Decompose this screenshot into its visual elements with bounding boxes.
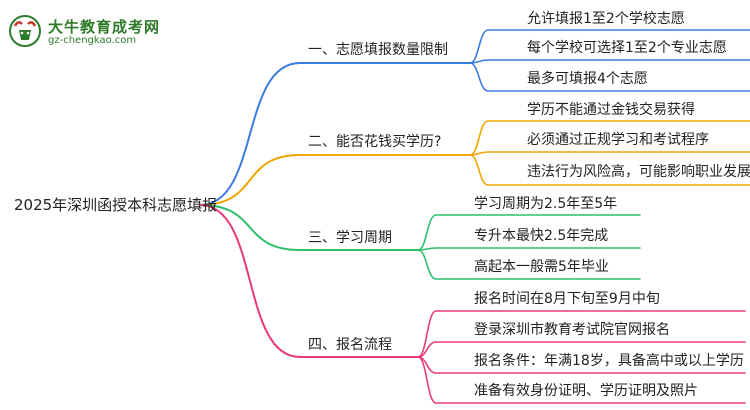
mindmap-root: 2025年深圳函授本科志愿填报 <box>14 196 218 214</box>
branch-1-leaf-2-connector <box>469 59 750 64</box>
branch-3-label: 三、学习周期 <box>308 230 392 246</box>
branch-4-connector <box>199 204 419 358</box>
branch-2-leaf-1-connector <box>469 120 750 156</box>
branch-4-leaf-2: 登录深圳市教育考试院官网报名 <box>474 322 670 338</box>
branch-4-leaf-1-connector <box>417 310 746 358</box>
branch-3-leaf-3-connector <box>417 249 641 280</box>
branch-2-connector <box>199 154 471 206</box>
branch-1-leaf-2: 每个学校可选择1至2个专业志愿 <box>527 40 727 56</box>
bull-logo-icon <box>9 15 41 47</box>
branch-2-leaf-2: 必须通过正规学习和考试程序 <box>527 132 709 148</box>
branch-1-leaf-3: 最多可填报4个志愿 <box>527 71 648 87</box>
branch-1-leaf-1: 允许填报1至2个学校志愿 <box>527 11 685 27</box>
branch-3-connector <box>199 204 419 251</box>
branch-2-leaf-3: 违法行为风险高，可能影响职业发展 <box>527 164 750 180</box>
branch-4-leaf-3: 报名条件：年满18岁，具备高中或以上学历 <box>474 353 744 369</box>
logo-title: 大牛教育成考网 <box>48 18 161 36</box>
branch-2-label: 二、能否花钱买学历? <box>308 134 442 150</box>
branch-4-leaf-4: 准备有效身份证明、学历证明及照片 <box>474 383 698 399</box>
branch-4-leaf-4-connector <box>417 356 746 404</box>
branch-4-leaf-1: 报名时间在8月下旬至9月中旬 <box>474 291 660 307</box>
branch-2-leaf-1: 学历不能通过金钱交易获得 <box>527 102 695 118</box>
branch-2-leaf-3-connector <box>469 154 750 186</box>
branch-1-leaf-3-connector <box>469 62 750 92</box>
logo-url: gz-chengkao.com <box>48 35 137 46</box>
branch-2-leaf-2-connector <box>469 151 750 156</box>
branch-3-leaf-1: 学习周期为2.5年至5年 <box>474 196 618 212</box>
branch-3-leaf-3: 高起本一般需5年毕业 <box>474 259 609 275</box>
branch-4-leaf-2-connector <box>417 341 746 358</box>
branch-3-leaf-2: 专升本最快2.5年完成 <box>474 228 609 244</box>
branch-1-label: 一、志愿填报数量限制 <box>308 42 448 58</box>
branch-1-connector <box>199 62 471 206</box>
branch-3-leaf-1-connector <box>417 214 641 251</box>
branch-4-label: 四、报名流程 <box>308 337 392 353</box>
site-logo: 大牛教育成考网 gz-chengkao.com <box>8 14 178 50</box>
branch-3-leaf-2-connector <box>417 247 641 251</box>
branch-1-leaf-1-connector <box>469 29 750 64</box>
